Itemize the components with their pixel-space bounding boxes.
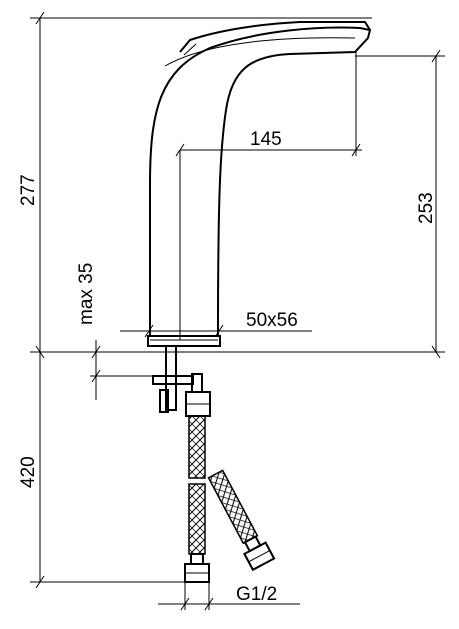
dim-label-50x56: 50x56	[246, 310, 298, 331]
dim-label-253: 253	[416, 192, 437, 224]
dim-label-145: 145	[250, 129, 282, 150]
supply-hose-right	[207, 469, 276, 572]
dim-label-420: 420	[18, 456, 39, 488]
dimension-lines	[30, 11, 445, 611]
dim-label-max35: max 35	[76, 263, 97, 325]
faucet-body	[147, 21, 372, 347]
supply-hose-left	[184, 415, 210, 583]
dim-label-277: 277	[18, 174, 39, 206]
mounting-assembly	[152, 345, 211, 417]
dim-label-g12: G1/2	[236, 584, 277, 605]
